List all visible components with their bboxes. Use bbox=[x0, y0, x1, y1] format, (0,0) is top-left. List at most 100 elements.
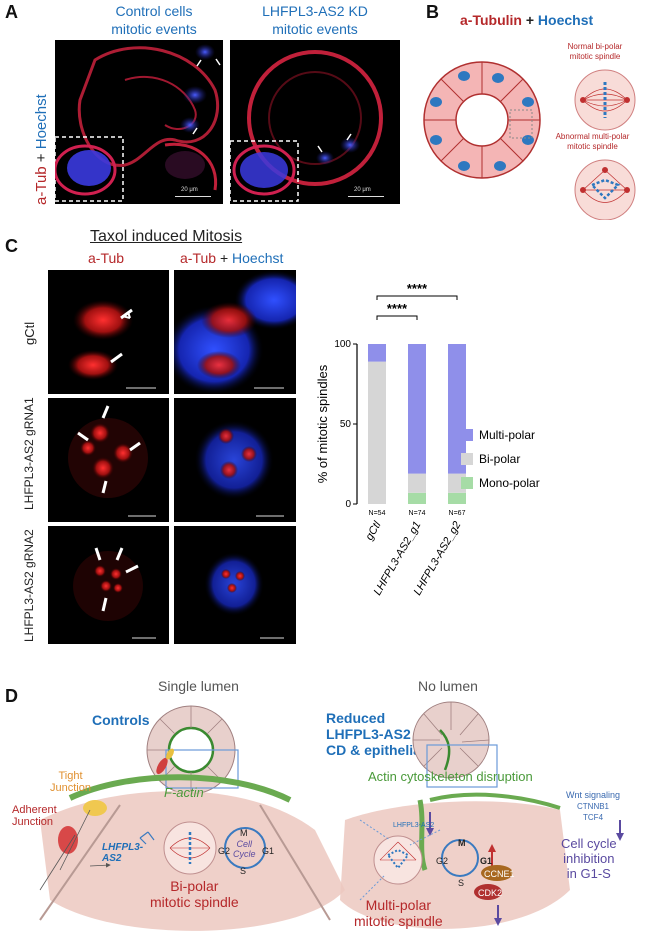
kd-phase-s: S bbox=[458, 878, 465, 888]
b-title-tub: a-Tubulin bbox=[460, 12, 522, 28]
significance-bracket-0 bbox=[376, 315, 418, 320]
micrograph-kd-svg bbox=[230, 50, 383, 202]
n-label-2: N=67 bbox=[449, 510, 466, 517]
ccne1-label: CCNE1 bbox=[484, 869, 515, 879]
lncrna-line2: AS2 bbox=[102, 853, 122, 864]
micrograph-gctl-merge bbox=[174, 270, 296, 394]
panel-d-schematic bbox=[39, 701, 624, 931]
panel-b-title: a-Tubulin + Hoechst bbox=[460, 12, 593, 28]
micrograph-grna2-merge bbox=[174, 526, 296, 644]
inhibit-line1: Cell cycle bbox=[561, 836, 617, 851]
kd-phase-m: M bbox=[458, 838, 466, 848]
y-tick-label-1: 50 bbox=[340, 419, 352, 430]
panel-c-title: Taxol induced Mitosis bbox=[90, 228, 243, 245]
kd-phase-g2: G2 bbox=[436, 856, 449, 866]
col2-hoechst: Hoechst bbox=[232, 250, 284, 266]
micrograph-grna2-merge-svg bbox=[204, 552, 284, 639]
bar-bi-polar-1 bbox=[408, 473, 426, 493]
kd-title-line1: LHFPL3-AS2 KD bbox=[262, 3, 368, 19]
normal-spindle-caption: Normal bi-polar mitotic spindle bbox=[545, 42, 645, 62]
micrograph-control-mitosis: 20 μm bbox=[55, 40, 223, 204]
legend-label-0: Multi-polar bbox=[479, 428, 535, 442]
phase-g1-label: G1 bbox=[262, 846, 275, 856]
lncrna-line1: LHFPL3- bbox=[102, 842, 144, 853]
tight-junction-label: Tight Junction bbox=[50, 770, 91, 794]
col-header-tub: a-Tub bbox=[88, 250, 125, 266]
category-label-0: gCtl bbox=[363, 519, 383, 542]
panel-d-label: D bbox=[5, 686, 18, 706]
ylabel-tub: a-Tub bbox=[33, 166, 50, 205]
inhibit-line3: in G1-S bbox=[566, 866, 611, 881]
cycle-inhibition-label: Cell cycle inhibition in G1-S bbox=[561, 836, 617, 881]
bar-multi-polar-0 bbox=[368, 344, 386, 362]
normal-line2: mitotic spindle bbox=[569, 52, 621, 61]
reduced-label: Reduced LHFPL3-AS2 in CD & epithelia bbox=[326, 710, 427, 758]
abnormal-spindle-caption: Abnormal multi-polar mitotic spindle bbox=[540, 132, 645, 152]
micrograph-grna1-tub bbox=[48, 398, 169, 522]
micrograph-gctl-tub-svg bbox=[68, 300, 156, 389]
scale-label-a2: 20 μm bbox=[354, 187, 371, 193]
wnt-title: Wnt signaling bbox=[566, 790, 621, 800]
scale-label-a1: 20 μm bbox=[181, 187, 198, 193]
controls-label: Controls bbox=[92, 712, 150, 728]
reduced-line2: LHFPL3-AS2 in bbox=[326, 726, 428, 742]
panel-a-ylabel: a-Tub + Hoechst bbox=[33, 94, 50, 205]
adherent-line1: Adherent bbox=[12, 804, 57, 816]
micrograph-kd-mitosis: 20 μm bbox=[230, 40, 400, 204]
cell-cycle-line2: Cycle bbox=[233, 849, 256, 859]
panel-b-schematic bbox=[423, 61, 636, 220]
micrograph-grna2-tub-svg bbox=[73, 547, 156, 639]
b-title-hoechst: Hoechst bbox=[537, 12, 594, 28]
no-lumen-label: No lumen bbox=[418, 678, 478, 694]
kd-cyst bbox=[412, 701, 498, 788]
micrograph-gctl-merge-svg bbox=[174, 270, 296, 394]
y-axis-label: % of mitotic spindles bbox=[315, 364, 330, 483]
cyst-illustration bbox=[423, 61, 541, 179]
abnormal-line2: mitotic spindle bbox=[567, 142, 618, 151]
micrograph-grna1-tub-svg bbox=[68, 405, 156, 517]
bipolar-spindle-label: Bi-polar mitotic spindle bbox=[150, 878, 239, 910]
panel-b-label: B bbox=[426, 2, 439, 22]
kd-phase-g1: G1 bbox=[480, 856, 493, 866]
col2-plus: + bbox=[216, 250, 233, 266]
significance-bracket-1 bbox=[376, 295, 458, 300]
legend-swatch-2 bbox=[461, 477, 473, 489]
col2-tub: a-Tub bbox=[180, 250, 217, 266]
panel-c-label: C bbox=[5, 236, 18, 256]
significance-stars-1: **** bbox=[407, 281, 428, 296]
cdk2-label: CDK2 bbox=[478, 888, 503, 898]
significance-stars-0: **** bbox=[387, 301, 408, 316]
row-label-grna2: LHFPL3-AS2 gRNA2 bbox=[22, 529, 36, 642]
bipolar-line1: Bi-polar bbox=[170, 878, 219, 894]
tight-line2: Junction bbox=[50, 782, 91, 794]
legend-swatch-0 bbox=[461, 429, 473, 441]
bar-multi-polar-1 bbox=[408, 344, 426, 474]
multipolar-line1: Multi-polar bbox=[365, 897, 432, 913]
bar-multi-polar-2 bbox=[448, 344, 466, 474]
actin-disruption-label: Actin cytoskeleton disruption bbox=[368, 769, 533, 784]
bar-mono-polar-1 bbox=[408, 492, 426, 504]
reduced-line3: CD & epithelia bbox=[326, 742, 421, 758]
abnormal-spindle-illustration bbox=[574, 159, 636, 220]
y-tick-label-2: 100 bbox=[334, 339, 351, 350]
legend-label-1: Bi-polar bbox=[479, 452, 520, 466]
col-header-merge: a-Tub + Hoechst bbox=[180, 250, 283, 266]
row-label-grna1: LHFPL3-AS2 gRNA1 bbox=[22, 397, 36, 510]
kd-title: LHFPL3-AS2 KD mitotic events bbox=[230, 2, 400, 38]
scale-bar-a1 bbox=[175, 196, 211, 197]
control-title-line1: Control cells bbox=[115, 3, 193, 19]
lncrna-label: LHFPL3- AS2 bbox=[102, 842, 143, 864]
wnt-line2: TCF4 bbox=[583, 813, 604, 822]
multipolar-spindle-label: Multi-polar mitotic spindle bbox=[354, 897, 443, 929]
n-label-0: N=54 bbox=[369, 510, 386, 517]
inset-box-kd bbox=[230, 140, 299, 202]
n-label-1: N=74 bbox=[409, 510, 426, 517]
wnt-label: Wnt signaling CTNNB1 TCF4 bbox=[566, 790, 620, 823]
micrograph-grna1-merge bbox=[174, 398, 296, 522]
reduced-line1: Reduced bbox=[326, 710, 386, 726]
inset-box bbox=[55, 136, 124, 202]
kd-zoom-cells bbox=[340, 792, 624, 929]
micrograph-grna1-merge-svg bbox=[194, 420, 284, 517]
phase-g2-label: G2 bbox=[218, 846, 231, 856]
